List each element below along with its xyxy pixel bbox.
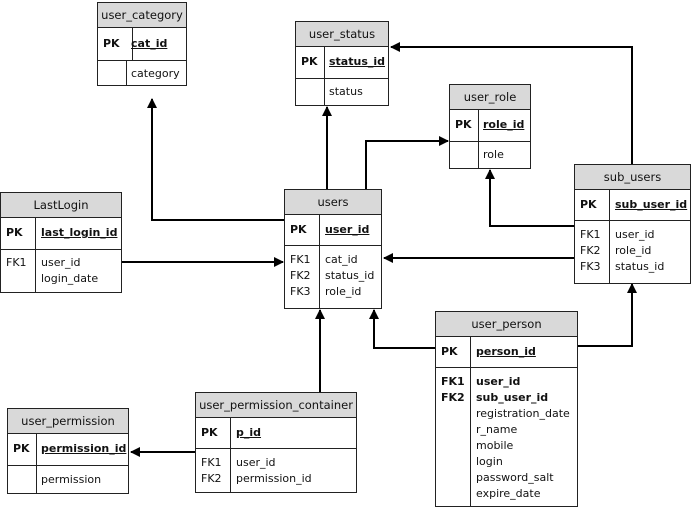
field: login <box>476 455 503 468</box>
pk-field: last_login_id <box>41 226 118 239</box>
link-sub-users-user-role <box>485 169 575 227</box>
pk-row: PK person_id <box>436 337 577 368</box>
field: status_id <box>325 269 375 282</box>
field: registration_date <box>476 407 570 420</box>
fk-label: FK1 <box>6 256 27 269</box>
field: sub_user_id <box>476 391 549 404</box>
fields-row: FK1 user_id FK2 sub_user_id registration… <box>436 368 577 507</box>
pk-field: status_id <box>329 55 386 68</box>
entity-title: LastLogin <box>1 193 121 218</box>
link-user-person-users <box>369 309 435 349</box>
field: role_id <box>615 244 652 257</box>
field: permission <box>41 473 102 486</box>
pk-row: PK cat_id <box>98 28 186 61</box>
fk-label: FK1 <box>580 228 601 241</box>
pk-label: PK <box>580 198 597 211</box>
entity-users[interactable]: users PK user_id FK1 cat_id FK2 status_i… <box>284 189 382 309</box>
fields-row: role <box>450 142 530 169</box>
field: user_id <box>41 256 81 269</box>
pk-row: PK user_id <box>285 215 381 246</box>
field: cat_id <box>325 253 358 266</box>
fk-label: FK1 <box>201 456 222 469</box>
link-users-user-category <box>147 98 285 221</box>
entity-user-permission-container[interactable]: user_permission_container PK p_id FK1 us… <box>195 392 357 493</box>
pk-label: PK <box>290 223 307 236</box>
fields-row: FK1 user_id FK2 role_id FK3 status_id <box>575 221 690 284</box>
fk-label: FK2 <box>201 472 222 485</box>
pk-label: PK <box>301 55 318 68</box>
fk-label: FK3 <box>290 285 311 298</box>
pk-field: permission_id <box>41 442 127 455</box>
fk-label: FK2 <box>290 269 311 282</box>
field: password_salt <box>476 471 554 484</box>
pk-field: cat_id <box>131 37 168 50</box>
fields-row: FK1 user_id login_date <box>1 250 121 293</box>
entity-title: user_permission_container <box>196 393 356 418</box>
pk-field: user_id <box>325 223 370 236</box>
fk-label: FK2 <box>580 244 601 257</box>
fk-label: FK1 <box>441 375 465 388</box>
field: user_id <box>615 228 655 241</box>
entity-title: user_role <box>450 85 530 110</box>
entity-title: user_permission <box>8 409 128 434</box>
pk-field: p_id <box>236 426 262 439</box>
pk-label: PK <box>103 37 120 50</box>
field: expire_date <box>476 487 541 500</box>
fields-row: category <box>98 61 186 86</box>
pk-label: PK <box>6 226 23 239</box>
pk-label: PK <box>201 426 218 439</box>
link-user-person-sub-users <box>578 283 637 347</box>
entity-user-permission[interactable]: user_permission PK permission_id permiss… <box>7 408 129 494</box>
field: category <box>131 67 180 80</box>
field: role_id <box>325 285 362 298</box>
field: user_id <box>236 456 276 469</box>
link-users-user-role <box>365 136 449 189</box>
entity-title: user_category <box>98 3 186 28</box>
pk-row: PK status_id <box>296 47 388 79</box>
field: status <box>329 85 363 98</box>
entity-title: user_status <box>296 22 388 47</box>
entity-sub-users[interactable]: sub_users PK sub_user_id FK1 user_id FK2… <box>574 164 691 284</box>
pk-row: PK sub_user_id <box>575 190 690 221</box>
field: role <box>483 148 504 161</box>
entity-lastlogin[interactable]: LastLogin PK last_login_id FK1 user_id l… <box>0 192 122 293</box>
entity-title: users <box>285 190 381 215</box>
entity-title: user_person <box>436 312 577 337</box>
entity-user-person[interactable]: user_person PK person_id FK1 user_id FK2… <box>435 311 578 507</box>
pk-label: PK <box>13 442 30 455</box>
fk-label: FK2 <box>441 391 465 404</box>
link-sub-users-user-status <box>390 42 633 165</box>
field: r_name <box>476 423 518 436</box>
fk-label: FK1 <box>290 253 311 266</box>
entity-title: sub_users <box>575 165 690 190</box>
fields-row: FK1 user_id FK2 permission_id <box>196 449 356 493</box>
entity-user-category[interactable]: user_category PK cat_id category <box>97 2 187 86</box>
pk-row: PK last_login_id <box>1 218 121 250</box>
field: mobile <box>476 439 514 452</box>
pk-field: person_id <box>476 345 536 358</box>
pk-label: PK <box>441 345 458 358</box>
fk-label: FK3 <box>580 260 601 273</box>
pk-row: PK p_id <box>196 418 356 449</box>
field: user_id <box>476 375 521 388</box>
pk-field: role_id <box>483 118 525 131</box>
fields-row: FK1 cat_id FK2 status_id FK3 role_id <box>285 246 381 309</box>
pk-label: PK <box>455 118 472 131</box>
pk-row: PK permission_id <box>8 434 128 466</box>
field: login_date <box>41 272 99 285</box>
pk-field: sub_user_id <box>615 198 688 211</box>
field: status_id <box>615 260 665 273</box>
fields-row: status <box>296 79 388 106</box>
entity-user-status[interactable]: user_status PK status_id status <box>295 21 389 106</box>
pk-row: PK role_id <box>450 110 530 142</box>
entity-user-role[interactable]: user_role PK role_id role <box>449 84 531 169</box>
field: permission_id <box>236 472 312 485</box>
fields-row: permission <box>8 466 128 494</box>
